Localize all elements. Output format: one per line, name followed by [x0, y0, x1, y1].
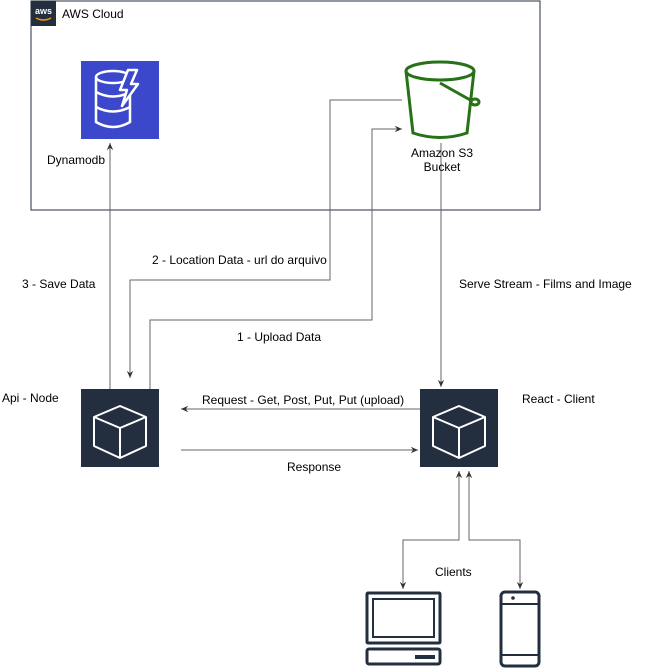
- upload-data-label: 1 - Upload Data: [237, 330, 322, 344]
- edge-react-to-desktop: [399, 539, 459, 589]
- edge-mobile-client: [465, 471, 521, 589]
- mobile-client-icon[interactable]: [499, 590, 541, 668]
- request-label: Request - Get, Post, Put, Put (upload): [202, 393, 405, 407]
- desktop-client-icon[interactable]: [365, 591, 442, 666]
- react-client-label: React - Client: [522, 392, 595, 406]
- edge-react-to-mobile: [469, 539, 524, 589]
- location-data-label: 2 - Location Data - url do arquivo: [152, 253, 327, 267]
- api-node-icon[interactable]: [81, 389, 159, 467]
- aws-cloud-title: AWS Cloud: [62, 7, 124, 21]
- response-label: Response: [287, 460, 342, 474]
- edge-upload-data: [149, 125, 402, 389]
- s3-label-line2: Bucket: [423, 160, 461, 174]
- save-data-label: 3 - Save Data: [22, 277, 96, 291]
- aws-cloud-group: [30, 0, 541, 211]
- edge-location-data: [126, 99, 402, 378]
- serve-stream-label: Serve Stream - Films and Image: [459, 277, 632, 291]
- dynamodb-label: Dynamodb: [47, 153, 106, 167]
- aws-logo-icon: aws: [31, 1, 56, 26]
- api-node-label: Api - Node: [2, 391, 59, 405]
- clients-label: Clients: [435, 565, 472, 579]
- s3-bucket-icon[interactable]: [404, 60, 481, 139]
- react-client-icon[interactable]: [420, 389, 498, 467]
- dynamodb-icon[interactable]: [81, 61, 159, 139]
- aws-badge-text: aws: [35, 6, 52, 16]
- s3-label-line1: Amazon S3: [410, 146, 474, 160]
